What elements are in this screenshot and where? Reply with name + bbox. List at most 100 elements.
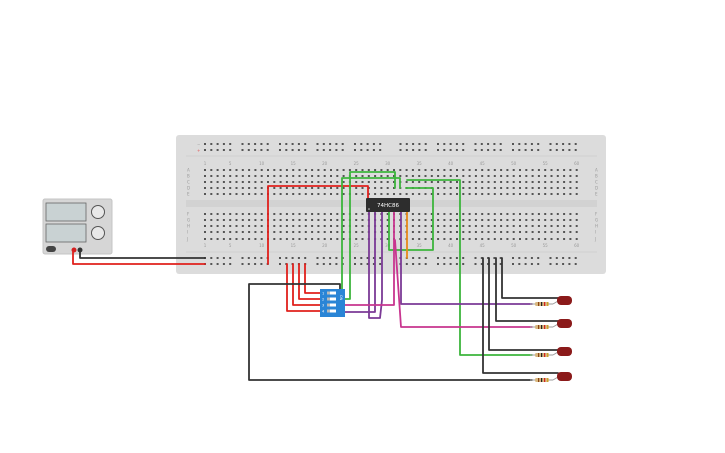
breadboard-hole[interactable]	[304, 169, 307, 171]
breadboard-hole[interactable]	[430, 193, 433, 195]
breadboard-hole[interactable]	[563, 193, 566, 195]
breadboard-hole[interactable]	[323, 169, 326, 171]
rail-hole[interactable]	[285, 143, 288, 145]
rail-hole[interactable]	[462, 263, 465, 265]
power-supply[interactable]	[42, 198, 113, 255]
breadboard-hole[interactable]	[204, 181, 206, 183]
breadboard-hole[interactable]	[235, 219, 238, 221]
breadboard-hole[interactable]	[563, 169, 566, 171]
breadboard-hole[interactable]	[386, 187, 389, 189]
breadboard-hole[interactable]	[241, 225, 244, 227]
breadboard-hole[interactable]	[563, 175, 566, 177]
breadboard-hole[interactable]	[500, 181, 503, 183]
breadboard-hole[interactable]	[449, 175, 452, 177]
wire-magenta-1[interactable]	[344, 211, 395, 306]
breadboard-hole[interactable]	[361, 193, 364, 195]
breadboard-hole[interactable]	[235, 238, 238, 240]
current-knob[interactable]	[91, 226, 105, 240]
breadboard-hole[interactable]	[462, 219, 465, 221]
rail-hole[interactable]	[222, 257, 225, 259]
breadboard-hole[interactable]	[260, 231, 263, 233]
breadboard-hole[interactable]	[216, 225, 219, 227]
breadboard-hole[interactable]	[563, 219, 566, 221]
breadboard-hole[interactable]	[449, 213, 452, 215]
rail-hole[interactable]	[210, 143, 213, 145]
rail-hole[interactable]	[266, 149, 269, 151]
breadboard-hole[interactable]	[544, 175, 547, 177]
breadboard-hole[interactable]	[216, 181, 219, 183]
breadboard-hole[interactable]	[298, 169, 301, 171]
breadboard-hole[interactable]	[525, 225, 528, 227]
rail-hole[interactable]	[291, 143, 294, 145]
breadboard-hole[interactable]	[525, 175, 528, 177]
rail-hole[interactable]	[474, 143, 477, 145]
breadboard-hole[interactable]	[418, 219, 421, 221]
breadboard-hole[interactable]	[544, 225, 547, 227]
breadboard-hole[interactable]	[254, 238, 257, 240]
breadboard-hole[interactable]	[462, 181, 465, 183]
breadboard-hole[interactable]	[544, 181, 547, 183]
breadboard-hole[interactable]	[569, 225, 572, 227]
breadboard-hole[interactable]	[342, 238, 345, 240]
breadboard-hole[interactable]	[550, 175, 553, 177]
breadboard-hole[interactable]	[512, 231, 515, 233]
breadboard-hole[interactable]	[449, 219, 452, 221]
breadboard-hole[interactable]	[537, 181, 540, 183]
rail-hole[interactable]	[443, 263, 446, 265]
breadboard-hole[interactable]	[556, 231, 559, 233]
breadboard-hole[interactable]	[285, 219, 288, 221]
breadboard-hole[interactable]	[487, 193, 490, 195]
breadboard-hole[interactable]	[229, 213, 232, 215]
breadboard-hole[interactable]	[537, 169, 540, 171]
breadboard-hole[interactable]	[443, 181, 446, 183]
rail-hole[interactable]	[210, 149, 213, 151]
breadboard-hole[interactable]	[411, 181, 414, 183]
breadboard-hole[interactable]	[525, 219, 528, 221]
breadboard-hole[interactable]	[474, 181, 477, 183]
breadboard-hole[interactable]	[254, 231, 257, 233]
breadboard-hole[interactable]	[449, 231, 452, 233]
breadboard-hole[interactable]	[550, 219, 553, 221]
breadboard-hole[interactable]	[430, 231, 433, 233]
breadboard-hole[interactable]	[512, 175, 515, 177]
rail-hole[interactable]	[366, 257, 369, 259]
breadboard-hole[interactable]	[556, 213, 559, 215]
breadboard-hole[interactable]	[367, 175, 370, 177]
breadboard-hole[interactable]	[222, 231, 225, 233]
breadboard-hole[interactable]	[285, 225, 288, 227]
breadboard-hole[interactable]	[399, 175, 402, 177]
breadboard-hole[interactable]	[437, 169, 440, 171]
breadboard-hole[interactable]	[260, 175, 263, 177]
breadboard-hole[interactable]	[418, 193, 421, 195]
breadboard-hole[interactable]	[323, 187, 326, 189]
rail-hole[interactable]	[360, 263, 363, 265]
breadboard-hole[interactable]	[374, 187, 377, 189]
breadboard-hole[interactable]	[367, 169, 370, 171]
breadboard-hole[interactable]	[380, 187, 383, 189]
breadboard-hole[interactable]	[292, 169, 295, 171]
breadboard-hole[interactable]	[493, 238, 496, 240]
breadboard-hole[interactable]	[355, 238, 358, 240]
breadboard-hole[interactable]	[229, 175, 232, 177]
breadboard-hole[interactable]	[531, 169, 534, 171]
breadboard-hole[interactable]	[481, 231, 484, 233]
breadboard-hole[interactable]	[493, 169, 496, 171]
breadboard-hole[interactable]	[317, 175, 320, 177]
breadboard-hole[interactable]	[437, 213, 440, 215]
breadboard-hole[interactable]	[222, 238, 225, 240]
breadboard-hole[interactable]	[241, 169, 244, 171]
rail-hole[interactable]	[254, 143, 257, 145]
breadboard-hole[interactable]	[254, 219, 257, 221]
wire-green-4[interactable]	[406, 179, 533, 356]
rail-hole[interactable]	[216, 143, 219, 145]
breadboard-hole[interactable]	[361, 175, 364, 177]
breadboard-hole[interactable]	[525, 193, 528, 195]
rail-hole[interactable]	[399, 149, 402, 151]
breadboard-hole[interactable]	[229, 238, 232, 240]
rail-hole[interactable]	[366, 143, 369, 145]
breadboard-hole[interactable]	[273, 181, 276, 183]
wire-purple-2[interactable]	[368, 211, 383, 319]
breadboard-hole[interactable]	[330, 225, 332, 227]
breadboard-hole[interactable]	[386, 169, 389, 171]
breadboard-hole[interactable]	[481, 169, 484, 171]
